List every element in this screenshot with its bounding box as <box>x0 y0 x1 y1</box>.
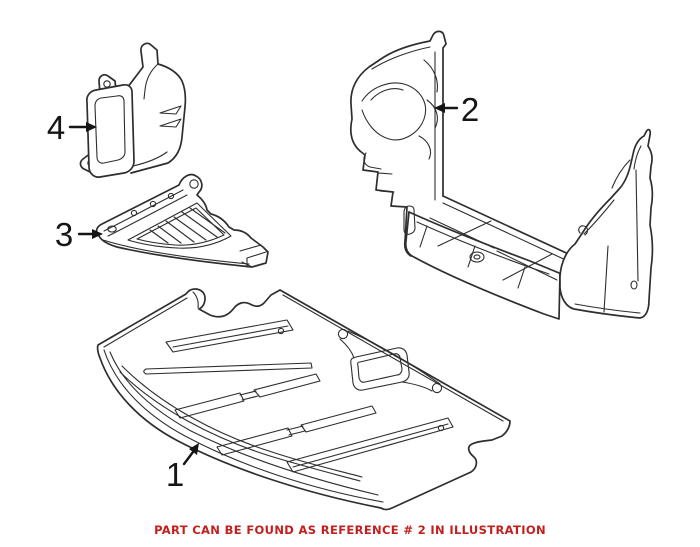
callout-3: 3 <box>55 216 103 253</box>
callout-arrowhead-1 <box>189 443 199 455</box>
part-illustration-3 <box>95 173 269 268</box>
callout-number-2: 2 <box>461 91 479 128</box>
callout-arrowhead-4 <box>86 122 97 132</box>
callout-1: 1 <box>166 443 199 493</box>
callout-number-4: 4 <box>47 109 65 146</box>
callout-arrowhead-3 <box>92 229 103 239</box>
callout-number-3: 3 <box>55 216 73 253</box>
callout-4: 4 <box>47 109 97 146</box>
part-illustration-1 <box>96 288 511 511</box>
part-illustration-4 <box>79 42 187 178</box>
caption-text: PART CAN BE FOUND AS REFERENCE # 2 IN IL… <box>154 523 546 537</box>
callout-arrow-1 <box>182 450 195 466</box>
callout-number-1: 1 <box>166 456 184 493</box>
part-illustration-2 <box>350 30 654 320</box>
callout-2: 2 <box>434 91 479 128</box>
callout-arrowhead-2 <box>434 103 445 113</box>
